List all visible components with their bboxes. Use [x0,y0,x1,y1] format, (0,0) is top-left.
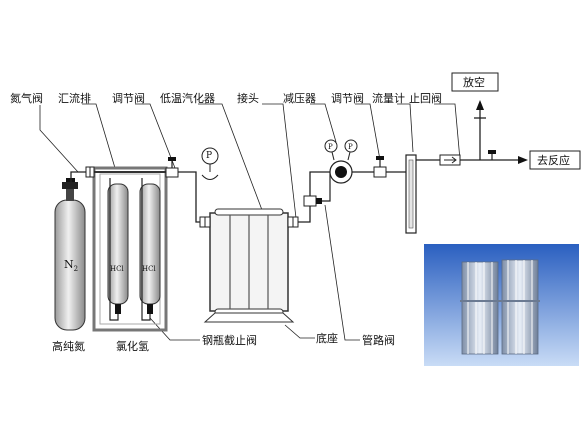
flowmeter [405,154,417,234]
vent-branch [474,108,486,160]
hcl-cylinder-2 [139,183,161,314]
vaporizer-base [203,312,295,323]
vaporizer-photo [424,244,579,366]
vent-label-box [451,72,499,92]
cryogenic-vaporizer [209,208,289,316]
to-reaction-arrow-icon [518,156,528,164]
n2-cylinder-text: N2 [64,258,79,274]
hcl-cylinder-1 [107,183,129,314]
gauge-1-p-text: P [206,151,213,161]
pressure-gauge-1 [201,147,219,180]
nitrogen-pipe [70,171,86,182]
regulating-valve-2-icon [373,156,387,178]
to-reaction-label-box [529,150,581,170]
joint-label: 接头 [237,92,259,105]
pipeline-valve-icon [303,195,322,207]
pipeline-valve-label: 管路阀 [362,334,395,347]
manifold-outlet-pipe [178,171,210,223]
vaporizer-label: 低温汽化器 [160,92,215,105]
hydrogen-chloride-label: 氯化氢 [116,340,149,353]
hcl-cylinder-1-text: HCl [110,265,124,273]
regulating-valve-2-label: 调节阀 [331,92,364,105]
cylinder-shutoff-valve-label: 钢瓶截止阀 [202,334,257,347]
regulating-valve-1-label: 调节阀 [112,92,145,105]
pressure-reducer-label: 减压器 [283,92,316,105]
high-purity-nitrogen-label: 高纯氮 [52,340,85,353]
flowmeter-label: 流量计 [372,92,405,105]
leader-lines [39,103,461,341]
regulating-valve-1-icon [165,157,179,178]
check-valve-icon [439,154,461,166]
to-reaction-label: 去反应 [537,154,570,167]
gauge-3-p-text: P [348,143,353,151]
vent-arrow-icon [476,100,484,110]
vent-valve-icon [488,150,496,160]
nitrogen-valve-label: 氮气阀 [10,92,43,105]
joint-icon [287,216,299,228]
cylinder-connection-pipes [109,178,151,321]
gauge-2-p-text: P [328,143,333,151]
bypass-pipe [322,172,331,202]
base-label: 底座 [316,332,338,345]
nitrogen-cylinder [54,182,86,331]
manifold-inlet-valve-icon [85,166,95,178]
vent-label: 放空 [463,76,485,89]
vaporizer-inlet-joint-icon [199,216,211,228]
check-valve-label: 止回阀 [409,92,442,105]
hcl-cylinder-2-text: HCl [142,265,156,273]
manifold-label: 汇流排 [58,92,91,105]
